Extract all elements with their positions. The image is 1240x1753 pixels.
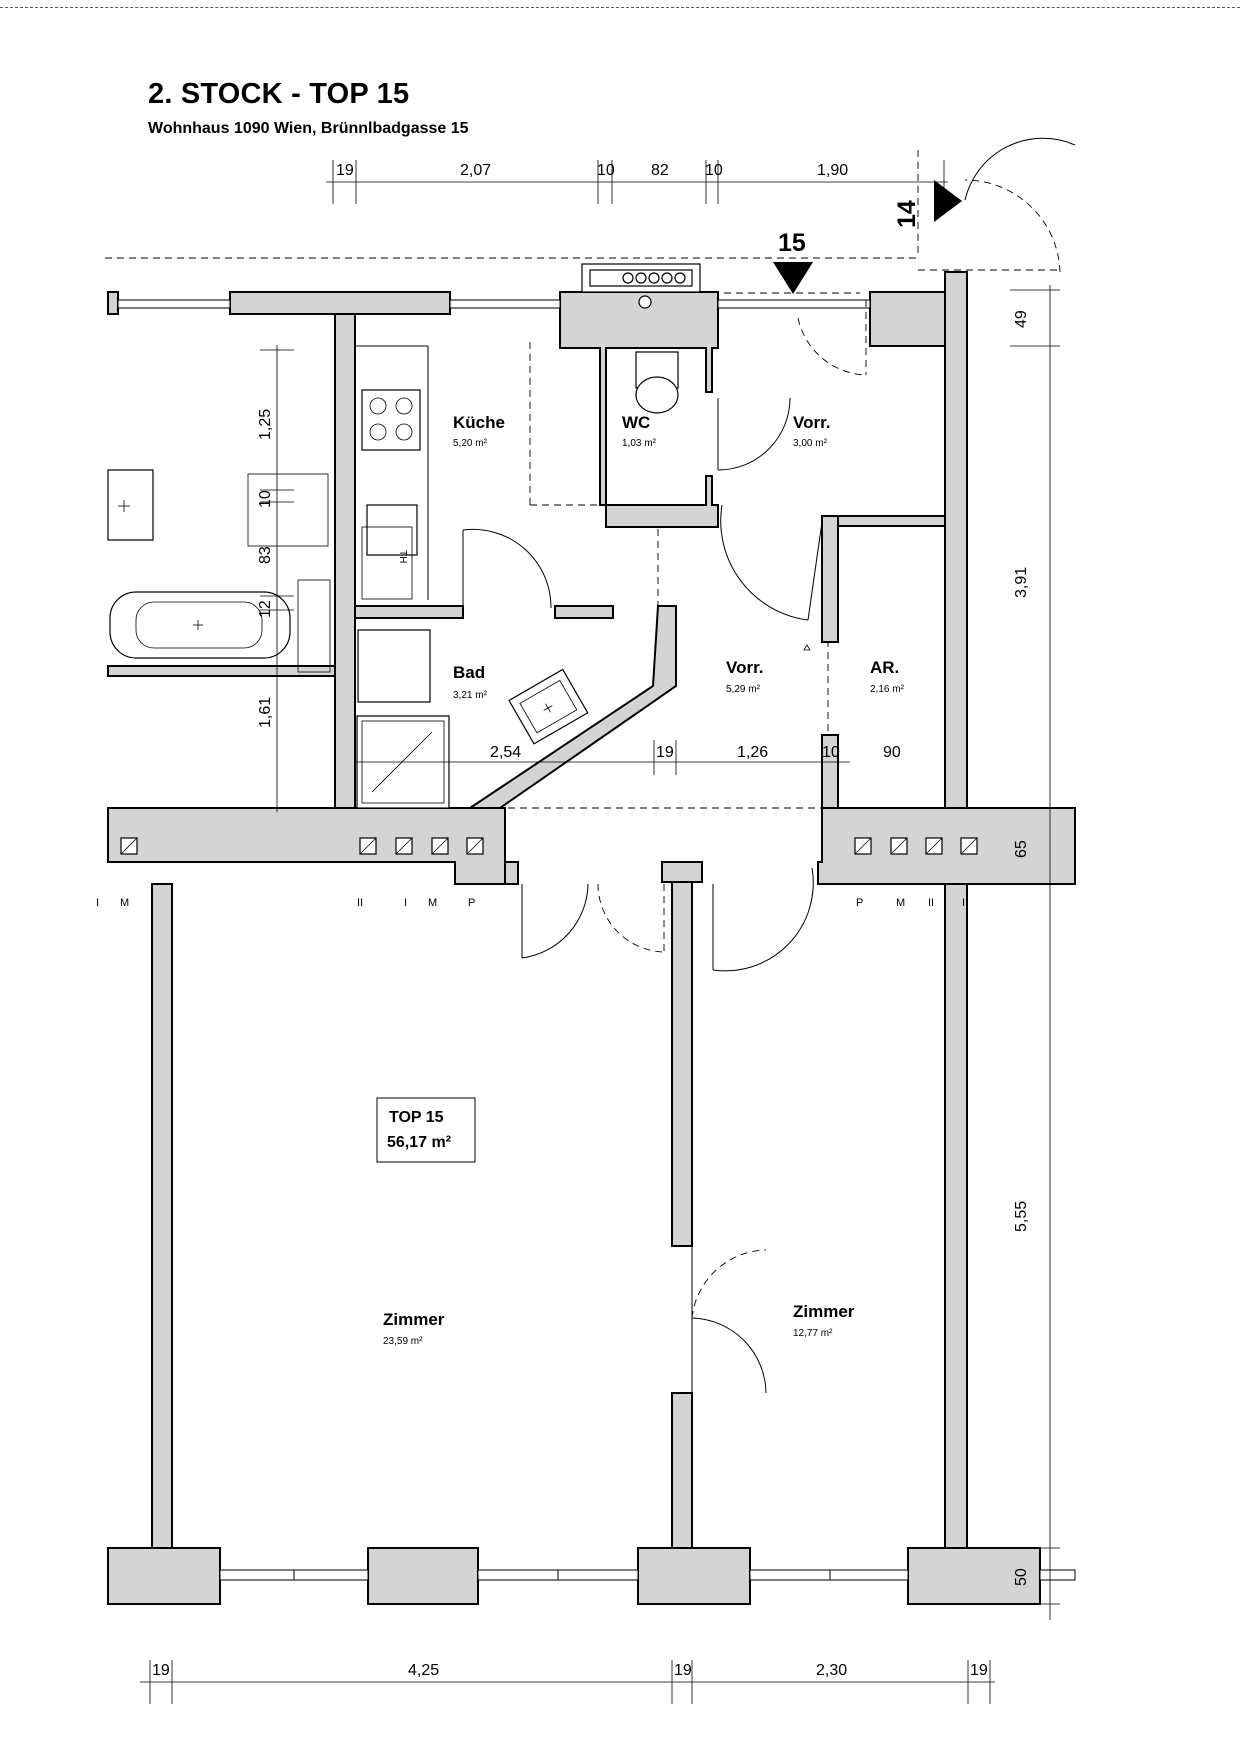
room-name: AR. xyxy=(870,658,899,677)
dims-inner: 2,54 19 1,26 10 90 xyxy=(490,744,901,761)
entrance-14-arrow-icon xyxy=(934,180,962,222)
unit-name: TOP 15 xyxy=(389,1109,444,1126)
dim-inner-3: 1,26 xyxy=(737,744,768,761)
room-vorr-mid: Vorr. 5,29 m² xyxy=(726,658,763,695)
room-name: WC xyxy=(622,413,650,432)
room-name: Küche xyxy=(453,413,505,432)
dim-inner-4: 10 xyxy=(822,744,840,761)
room-area: 5,29 m² xyxy=(726,684,761,695)
dim-inner-2: 19 xyxy=(656,744,674,761)
wall-marker: M xyxy=(120,897,129,909)
vent-squares xyxy=(120,837,978,855)
room-bad: Bad 3,21 m² xyxy=(453,663,488,701)
wall-marker: M xyxy=(896,897,905,909)
dims-right: 49 3,91 65 5,55 50 xyxy=(1013,310,1030,1586)
dim-top-4: 82 xyxy=(651,162,669,179)
windows xyxy=(117,299,1076,1581)
room-area: 3,00 m² xyxy=(793,438,828,449)
dim-top-2: 2,07 xyxy=(460,162,491,179)
room-name: Bad xyxy=(453,663,485,682)
dim-top-6: 1,90 xyxy=(817,162,848,179)
room-zimmer-left: Zimmer 23,59 m² xyxy=(383,1310,445,1347)
wall-marker: I xyxy=(962,897,965,909)
dim-right-1: 49 xyxy=(1013,310,1030,328)
dim-bottom-5: 19 xyxy=(970,1662,988,1679)
dim-left-4: 12 xyxy=(257,600,274,618)
chimney-flues xyxy=(581,263,701,309)
dim-bottom-2: 4,25 xyxy=(408,1662,439,1679)
room-zimmer-right: Zimmer 12,77 m² xyxy=(793,1302,855,1339)
stove-icon xyxy=(361,389,421,451)
wall-marker: M xyxy=(428,897,437,909)
room-area: 5,20 m² xyxy=(453,438,488,449)
room-area: 3,21 m² xyxy=(453,690,488,701)
wall-marker: P xyxy=(856,897,863,909)
room-name: Vorr. xyxy=(793,413,830,432)
dim-right-2: 3,91 xyxy=(1013,567,1030,598)
dim-top-5: 10 xyxy=(705,162,723,179)
wall-marker: II xyxy=(357,897,363,909)
entrance-markers: 15 14 xyxy=(773,180,962,294)
wall-marker: I xyxy=(404,897,407,909)
room-name: Vorr. xyxy=(726,658,763,677)
dim-left-5: 1,61 xyxy=(257,697,274,728)
room-labels: Küche 5,20 m² WC 1,03 m² Vorr. 3,00 m² B… xyxy=(383,413,905,1347)
toilet-icon xyxy=(635,376,679,414)
room-vorr-top: Vorr. 3,00 m² xyxy=(793,413,830,449)
wash-basin-icon xyxy=(107,469,154,541)
entrance-15-label: 15 xyxy=(778,229,806,257)
dim-right-3: 65 xyxy=(1013,840,1030,858)
dim-bottom-1: 19 xyxy=(152,1662,170,1679)
dim-top-1: 19 xyxy=(336,162,354,179)
fixtures: TH xyxy=(107,345,811,809)
room-area: 12,77 m² xyxy=(793,1328,833,1339)
washing-machine-icon xyxy=(357,629,431,703)
dim-left-2: 10 xyxy=(257,490,274,508)
room-ar: AR. 2,16 m² xyxy=(870,658,905,695)
dim-top-3: 10 xyxy=(597,162,615,179)
dim-inner-1: 2,54 xyxy=(490,744,521,761)
entrance-14-label: 14 xyxy=(893,200,921,228)
door-swings xyxy=(462,137,1076,1394)
entrance-15-arrow-icon xyxy=(773,262,813,294)
dim-bottom-3: 19 xyxy=(674,1662,692,1679)
room-name: Zimmer xyxy=(383,1310,445,1329)
plan-address: Wohnhaus 1090 Wien, Brünnlbadgasse 15 xyxy=(148,120,469,137)
wall-marker: I xyxy=(96,897,99,909)
bath-basin-icon xyxy=(508,668,589,745)
dim-right-4: 5,55 xyxy=(1013,1201,1030,1232)
wall-marker: P xyxy=(468,897,475,909)
dim-left-3: 83 xyxy=(257,546,274,564)
page-top-dashed-border xyxy=(0,7,1240,8)
dims-bottom: 19 4,25 19 2,30 19 xyxy=(152,1662,988,1679)
dims-top: 19 2,07 10 82 10 1,90 xyxy=(336,162,848,179)
dim-left-1: 1,25 xyxy=(257,409,274,440)
plan-title: 2. STOCK - TOP 15 xyxy=(148,78,410,110)
dim-inner-5: 90 xyxy=(883,744,901,761)
fridge-label: TH xyxy=(397,550,408,563)
unit-summary-box: TOP 15 56,17 m² xyxy=(376,1097,476,1163)
room-kueche: Küche 5,20 m² xyxy=(453,413,505,449)
room-area: 2,16 m² xyxy=(870,684,905,695)
room-wc: WC 1,03 m² xyxy=(622,413,657,449)
room-name: Zimmer xyxy=(793,1302,855,1321)
unit-area: 56,17 m² xyxy=(387,1134,451,1151)
wall-markers: I M II I M P P M II I xyxy=(96,897,965,909)
dims-left: 1,25 10 83 12 1,61 xyxy=(257,409,274,728)
walls xyxy=(107,271,1076,1605)
kitchen-sink-icon xyxy=(366,504,418,556)
wall-marker: II xyxy=(928,897,934,909)
dimension-lines xyxy=(140,160,1060,1704)
dim-bottom-4: 2,30 xyxy=(816,1662,847,1679)
room-area: 23,59 m² xyxy=(383,1336,423,1347)
dim-right-5: 50 xyxy=(1013,1568,1030,1586)
room-area: 1,03 m² xyxy=(622,438,657,449)
